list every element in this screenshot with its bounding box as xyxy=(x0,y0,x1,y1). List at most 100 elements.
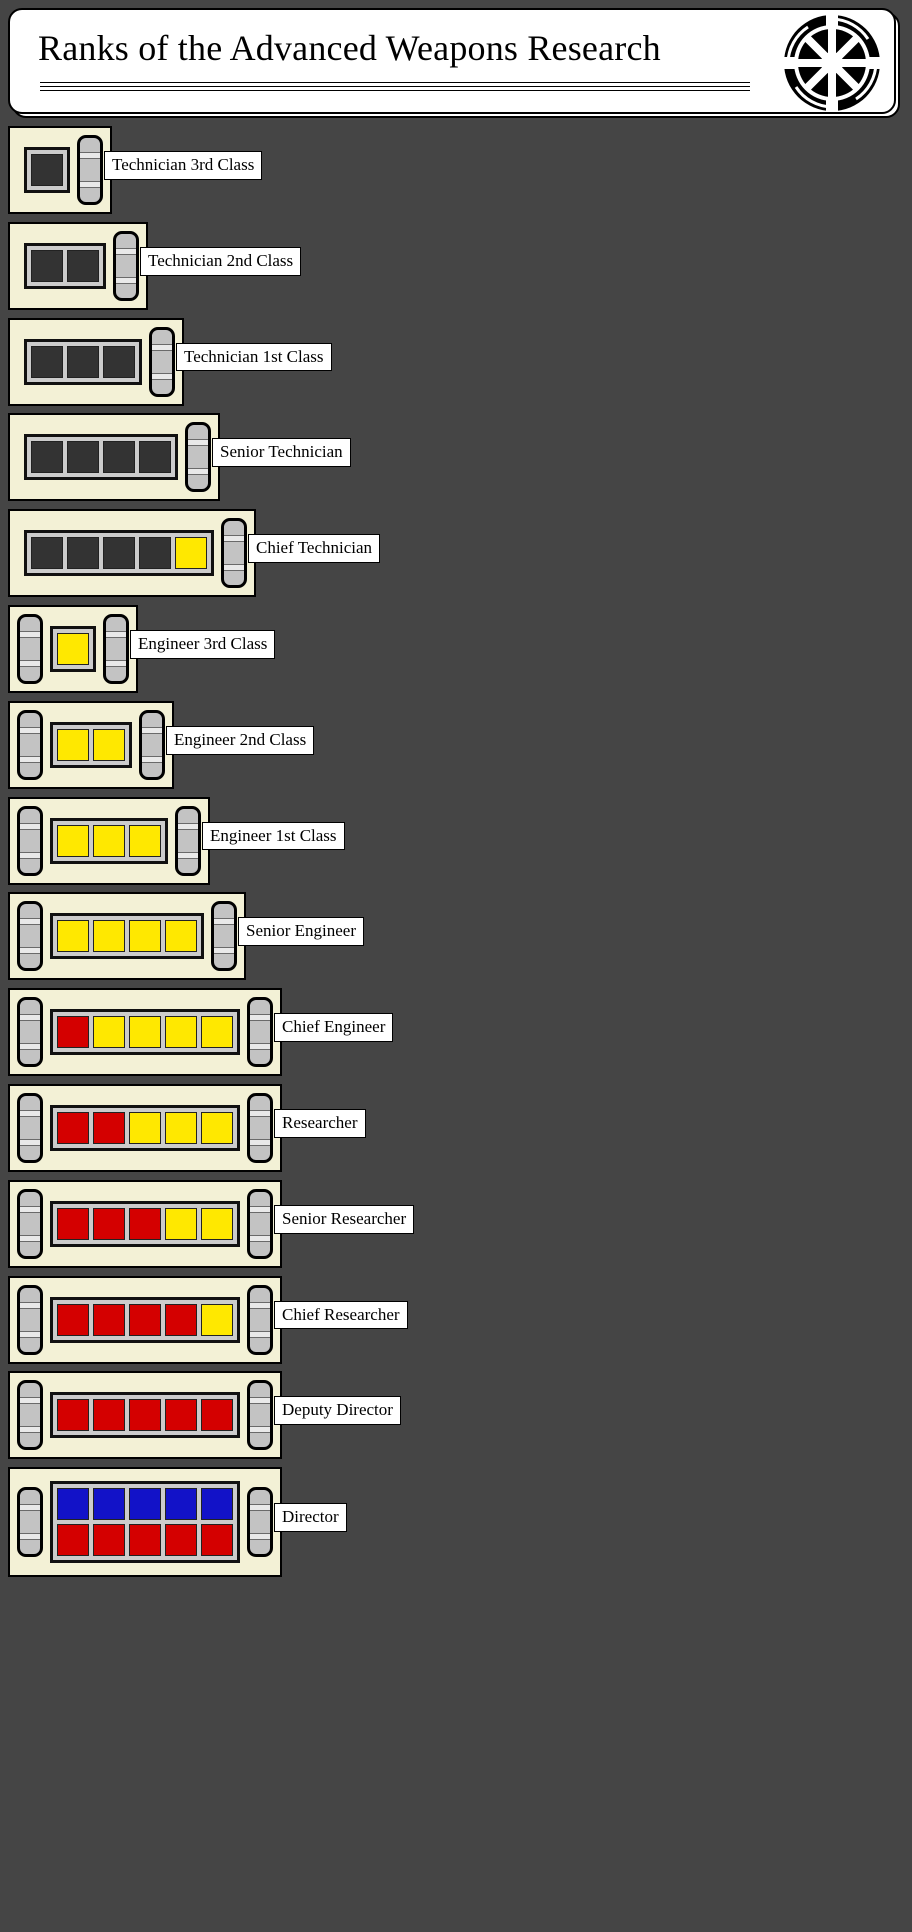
rank-insignia-plaque[interactable] xyxy=(8,1275,282,1364)
rank-pip-dark xyxy=(103,537,135,570)
code-cylinder-icon-right xyxy=(139,709,165,780)
rank-insignia-plaque[interactable] xyxy=(8,126,112,214)
cylinder-band xyxy=(20,1426,40,1434)
code-cylinder-icon-left xyxy=(17,614,43,684)
rank-label: Director xyxy=(274,1503,347,1533)
pip-line xyxy=(31,345,135,378)
pip-line xyxy=(57,920,197,953)
imperial-cog-icon xyxy=(782,13,882,112)
cylinder-band xyxy=(250,1330,270,1338)
cylinder-band xyxy=(250,1234,270,1242)
rank-insignia-plaque[interactable] xyxy=(8,413,220,502)
cylinder-band xyxy=(142,726,162,734)
rank-pip-yellow xyxy=(201,1112,233,1144)
rank-pip-red xyxy=(201,1524,233,1557)
cylinder-band xyxy=(178,822,198,830)
cylinder-band xyxy=(80,181,100,188)
rank-label: Senior Technician xyxy=(212,438,351,468)
cylinder-band xyxy=(152,343,172,351)
cylinder-band xyxy=(250,1014,270,1022)
cylinder-band xyxy=(20,1234,40,1242)
rank-pip-red xyxy=(93,1399,125,1432)
rank-pip-frame xyxy=(24,338,142,385)
rank-insignia-plaque[interactable] xyxy=(8,700,174,789)
cylinder-band xyxy=(250,1504,270,1512)
rank-pip-dark xyxy=(31,345,63,378)
rank-label: Researcher xyxy=(274,1109,366,1138)
cylinder-band xyxy=(20,1043,40,1051)
rank-pip-red xyxy=(57,1303,89,1336)
code-cylinder-icon-right xyxy=(185,422,211,493)
rank-pip-dark xyxy=(103,345,135,378)
code-cylinder-icon-right xyxy=(247,997,273,1068)
cylinder-band xyxy=(80,152,100,159)
rank-pip-red xyxy=(129,1207,161,1240)
rank-pip-yellow xyxy=(201,1016,233,1049)
pip-line xyxy=(57,1112,233,1144)
rank-insignia-plaque[interactable] xyxy=(8,1179,282,1268)
rank-pip-dark xyxy=(67,249,99,282)
rank-pip-yellow xyxy=(129,920,161,953)
rank-pip-yellow xyxy=(165,1112,197,1144)
cylinder-band xyxy=(214,947,234,955)
rank-pip-dark xyxy=(31,154,63,186)
cylinder-band xyxy=(106,631,126,638)
rank-pip-frame xyxy=(50,721,132,768)
rank-insignia-plaque[interactable] xyxy=(8,796,210,885)
rank-pip-yellow xyxy=(129,824,161,857)
cylinder-band xyxy=(250,1110,270,1117)
rank-insignia-plaque[interactable] xyxy=(8,1084,282,1172)
cylinder-band xyxy=(20,1014,40,1022)
cylinder-band xyxy=(20,660,40,667)
rank-insignia-plaque[interactable] xyxy=(8,1371,282,1460)
pip-line xyxy=(57,1207,233,1240)
pip-line xyxy=(31,441,171,474)
rank-insignia-plaque[interactable] xyxy=(8,1467,282,1578)
code-cylinder-icon-left xyxy=(17,1188,43,1259)
rank-pip-yellow xyxy=(201,1303,233,1336)
header-plate: Ranks of the Advanced Weapons Research xyxy=(8,8,896,114)
cylinder-band xyxy=(188,439,208,447)
code-cylinder-icon-left xyxy=(17,997,43,1068)
pip-line xyxy=(57,633,89,665)
pip-line xyxy=(57,824,161,857)
cylinder-band xyxy=(20,1330,40,1338)
rank-insignia-plaque[interactable] xyxy=(8,317,184,406)
rank-pip-dark xyxy=(31,249,63,282)
rank-pip-frame xyxy=(50,817,168,864)
rank-pip-frame xyxy=(50,1296,240,1343)
code-cylinder-icon-right xyxy=(175,805,201,876)
rank-pip-yellow xyxy=(57,920,89,953)
rank-pip-red xyxy=(93,1303,125,1336)
rank-pip-frame xyxy=(24,434,178,481)
code-cylinder-icon-right xyxy=(247,1487,273,1558)
rank-insignia-plaque[interactable] xyxy=(8,509,256,598)
rank-label: Senior Researcher xyxy=(274,1204,415,1234)
rank-insignia-plaque[interactable] xyxy=(8,988,282,1077)
rank-insignia-plaque[interactable] xyxy=(8,605,138,693)
cylinder-band xyxy=(142,755,162,763)
rank-label: Chief Engineer xyxy=(274,1013,394,1043)
rank-insignia-plaque[interactable] xyxy=(8,221,148,310)
rank-label: Engineer 2nd Class xyxy=(166,725,315,755)
rank-pip-dark xyxy=(103,441,135,474)
rank-label: Engineer 3rd Class xyxy=(130,630,276,659)
cylinder-band xyxy=(250,1426,270,1434)
rank-pip-yellow xyxy=(93,728,125,761)
rank-insignia-plaque[interactable] xyxy=(8,892,246,981)
rank-pip-yellow xyxy=(57,633,89,665)
cylinder-band xyxy=(20,1533,40,1541)
cylinder-band xyxy=(20,1397,40,1405)
rank-pip-yellow xyxy=(57,728,89,761)
rank-pip-yellow xyxy=(57,824,89,857)
code-cylinder-icon-right xyxy=(149,326,175,397)
cylinder-band xyxy=(178,851,198,859)
pip-line xyxy=(57,1016,233,1049)
pip-line xyxy=(57,1303,233,1336)
page-title: Ranks of the Advanced Weapons Research xyxy=(38,28,661,68)
rank-label: Technician 2nd Class xyxy=(140,246,302,276)
title-underline-rules xyxy=(40,82,750,94)
code-cylinder-icon-right xyxy=(247,1093,273,1163)
cylinder-band xyxy=(188,468,208,476)
pip-line xyxy=(57,1399,233,1432)
